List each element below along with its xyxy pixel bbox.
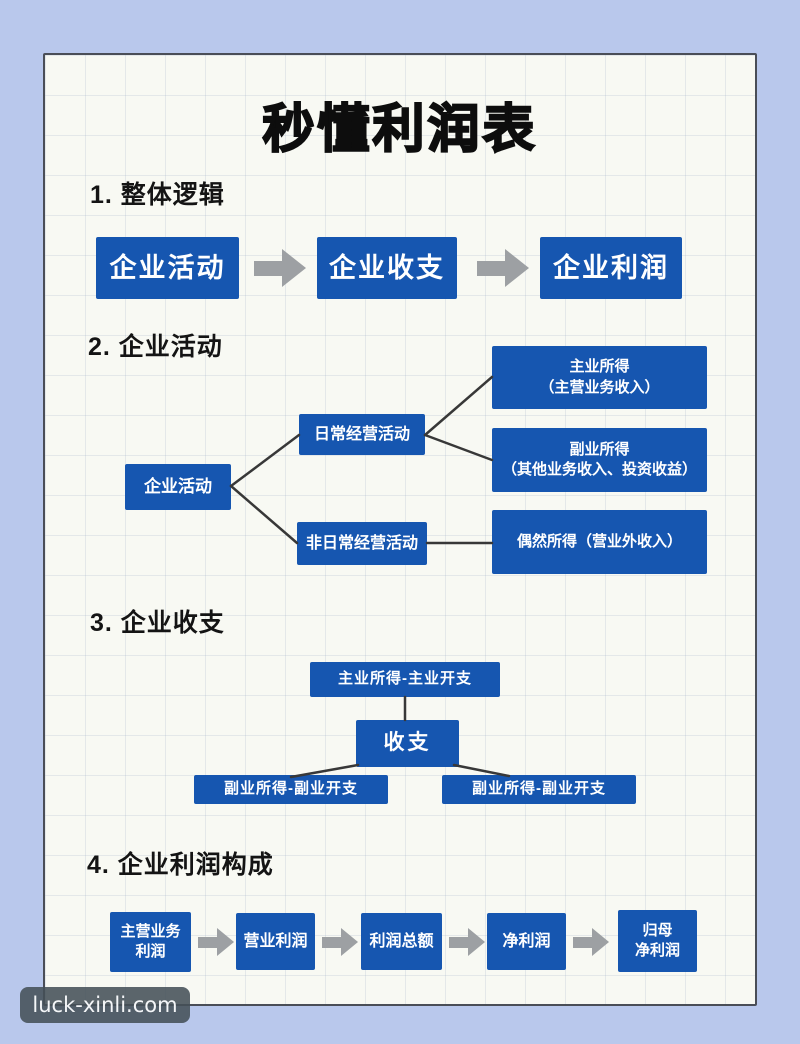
- section-heading-balance: 3. 企业收支: [90, 609, 225, 637]
- arrow-right-icon: [322, 928, 358, 956]
- tree-node-side-net-left: 副业所得-副业开支: [194, 775, 388, 804]
- tree-node-daily-operations: 日常经营活动: [299, 414, 425, 455]
- tree-node-shouzhi: 收支: [356, 720, 459, 767]
- flow-node-parent-net-profit: 归母 净利润: [618, 910, 697, 972]
- arrow-right-icon: [573, 928, 609, 956]
- flow-node-activities: 企业活动: [96, 237, 239, 299]
- flow-node-profit: 企业利润: [540, 237, 682, 299]
- arrow-right-icon: [198, 928, 234, 956]
- tree-node-main-net: 主业所得-主业开支: [310, 662, 500, 697]
- tree-node-occasional-income: 偶然所得（营业外收入）: [492, 510, 707, 574]
- arrow-right-icon: [254, 249, 306, 287]
- arrow-right-icon: [449, 928, 485, 956]
- tree-node-nondaily-operations: 非日常经营活动: [297, 522, 427, 565]
- tree-node-side-net-right: 副业所得-副业开支: [442, 775, 636, 804]
- tree-node-side-income: 副业所得 （其他业务收入、投资收益）: [492, 428, 707, 492]
- flow-node-operating-profit: 营业利润: [236, 913, 315, 970]
- tree-node-company-activities: 企业活动: [125, 464, 231, 510]
- section-heading-activities: 2. 企业活动: [88, 333, 223, 361]
- flow-node-net-profit: 净利润: [487, 913, 566, 970]
- arrow-right-icon: [477, 249, 529, 287]
- grid-paper-card: 秒懂利润表 1. 整体逻辑 企业活动 企业收支 企业利润 2. 企业活动 企业活…: [43, 53, 757, 1006]
- watermark-badge: luck-xinli.com: [20, 987, 190, 1023]
- tree-node-main-income: 主业所得 （主营业务收入）: [492, 346, 707, 409]
- section-heading-logic: 1. 整体逻辑: [90, 181, 225, 209]
- flow-node-balance: 企业收支: [317, 237, 457, 299]
- page-title: 秒懂利润表: [261, 100, 538, 160]
- flow-node-main-business-profit: 主营业务 利润: [110, 912, 191, 972]
- section-heading-profit: 4. 企业利润构成: [87, 851, 274, 879]
- flow-node-total-profit: 利润总额: [361, 913, 442, 970]
